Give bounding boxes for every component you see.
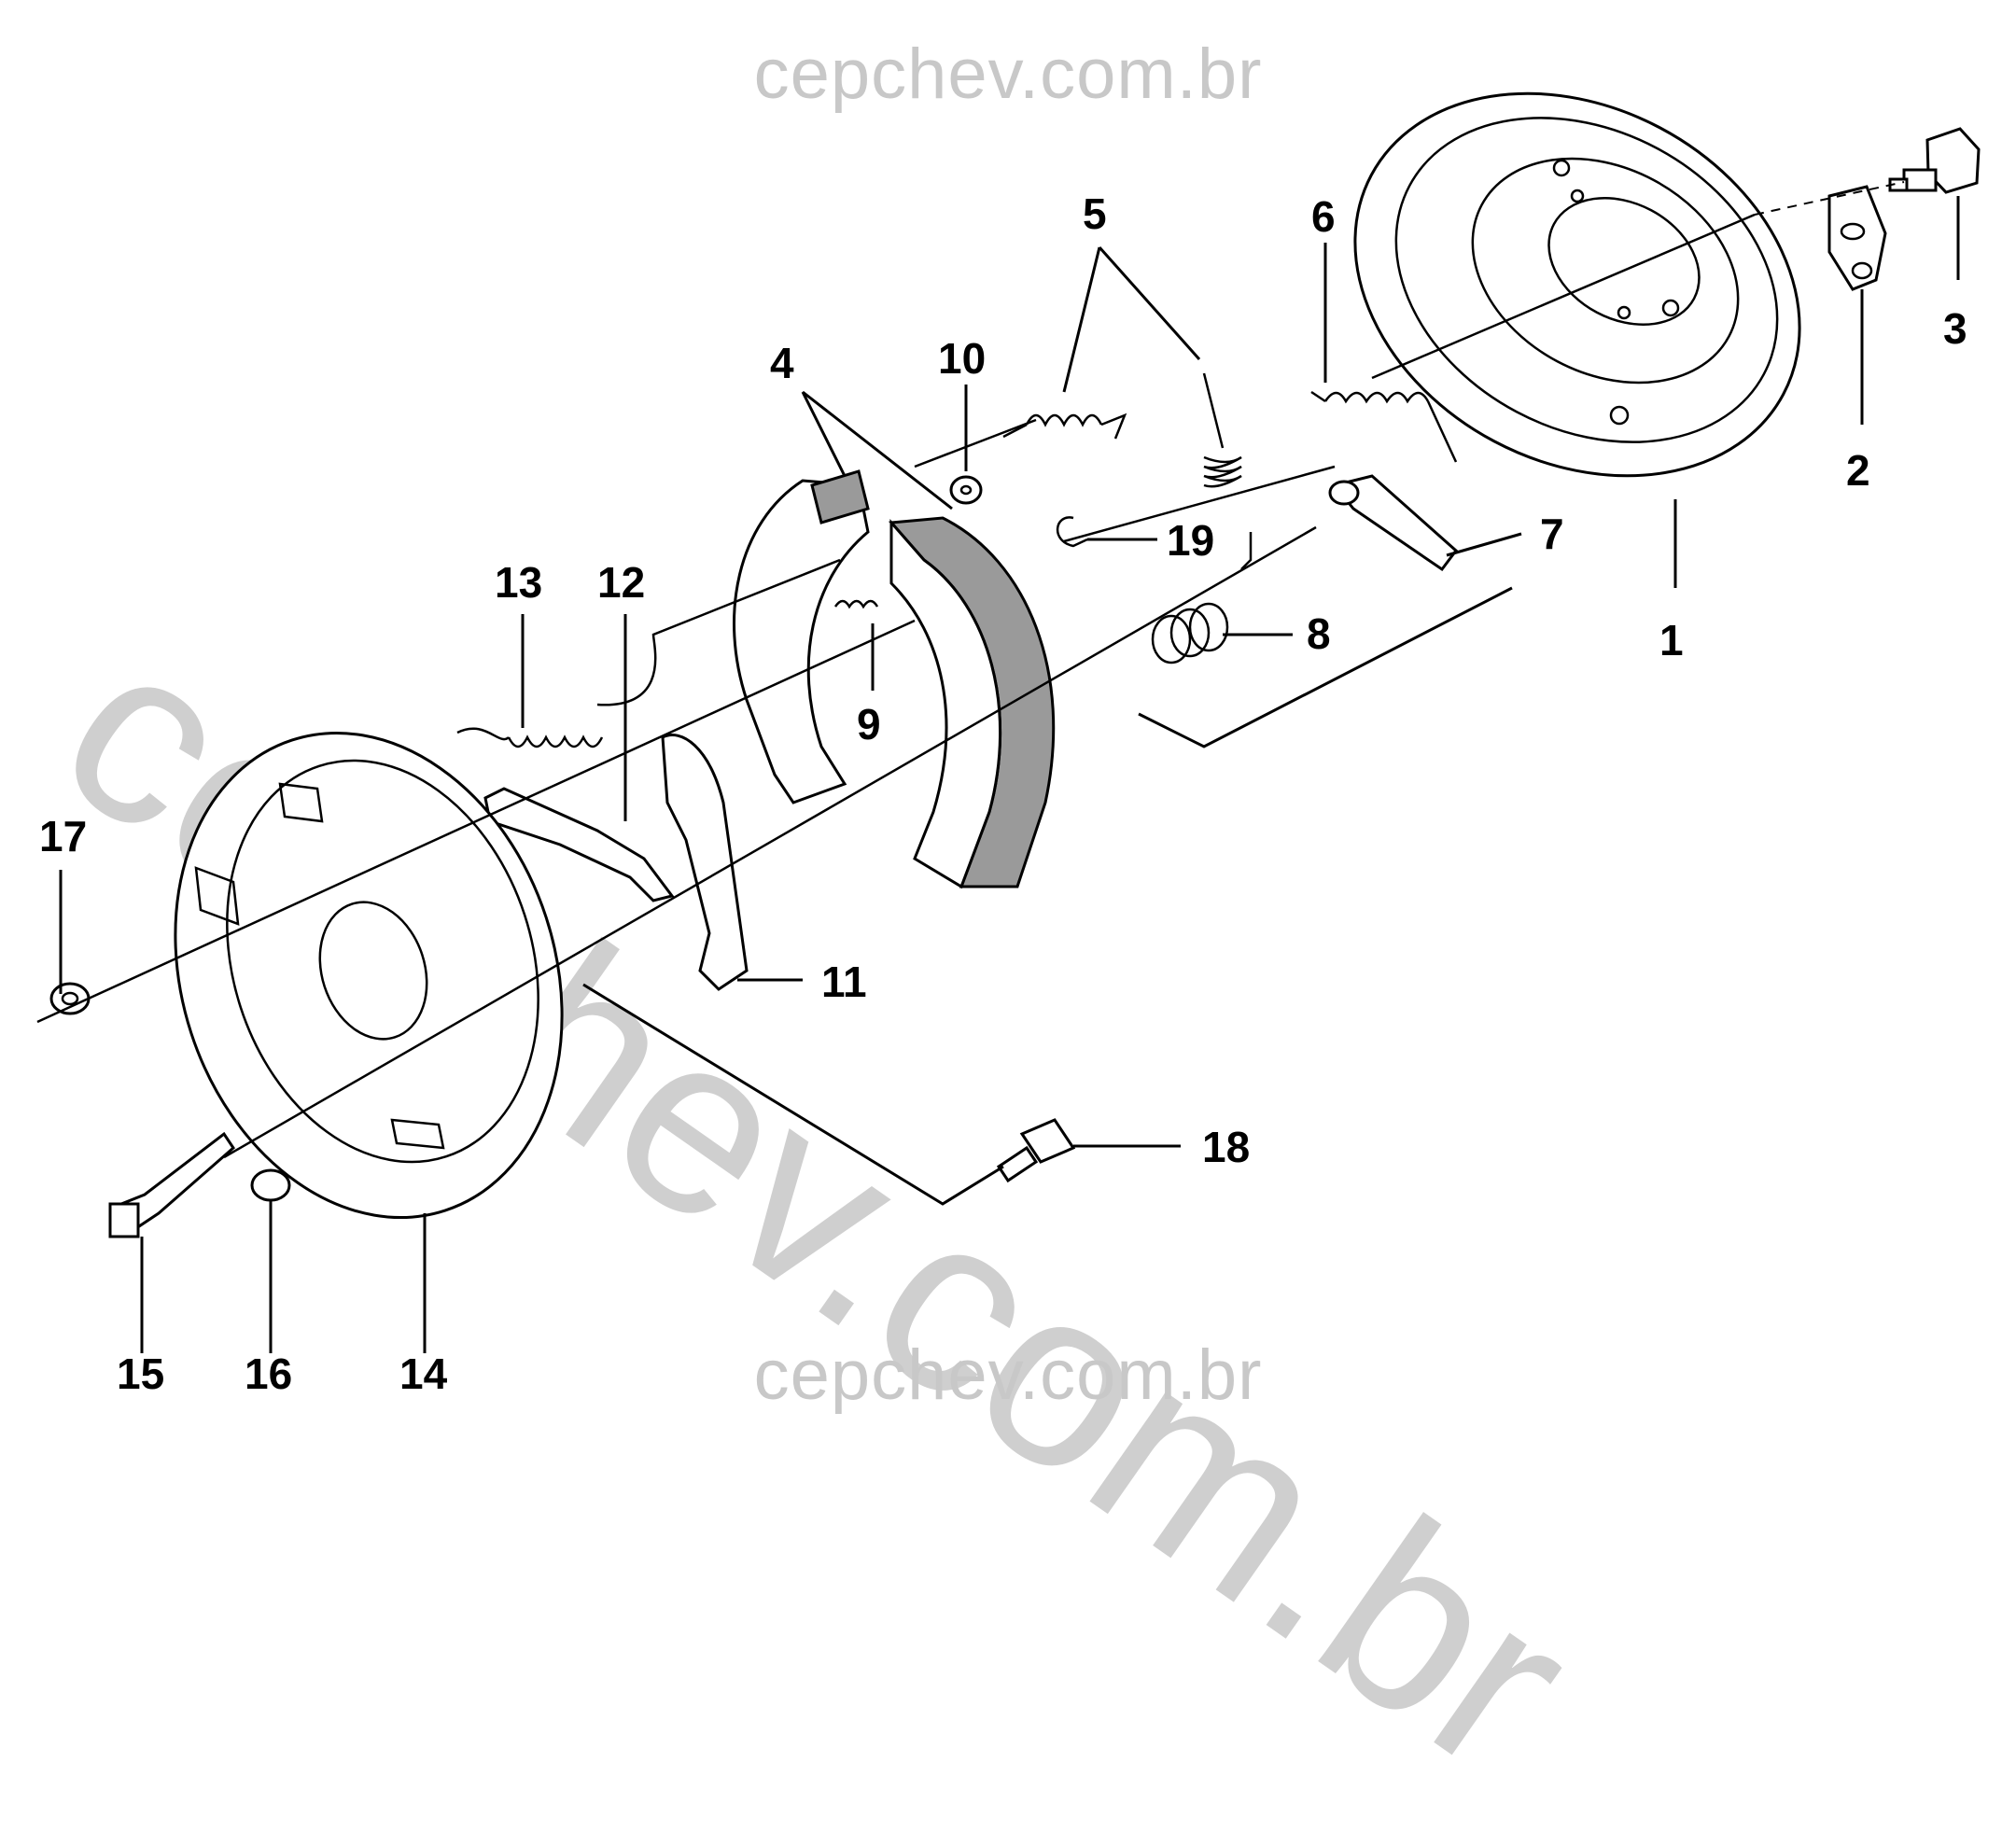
callout-3: 3 [1943, 304, 1967, 353]
callout-10: 10 [938, 334, 986, 383]
callout-9: 9 [857, 700, 881, 748]
part-6-spring [1310, 390, 1458, 463]
part-2-plate [1827, 185, 1887, 291]
callout-4: 4 [770, 339, 794, 387]
part-8-spring [1151, 602, 1229, 664]
part-16-plug [250, 1168, 291, 1202]
part-7-adjuster [1328, 474, 1459, 572]
callout-5: 5 [1083, 189, 1107, 238]
parts-drawing: 1 2 3 4 5 6 7 8 9 10 11 12 13 14 15 16 1… [36, 91, 1981, 1398]
part-11-lever [661, 734, 749, 991]
callout-labels: 1 2 3 4 5 6 7 8 9 10 11 12 13 14 15 16 1… [39, 189, 1967, 1398]
callout-19: 19 [1167, 516, 1214, 565]
callout-1: 1 [1659, 616, 1684, 664]
part-13-spring [456, 727, 604, 748]
part-4-brake-shoes [733, 469, 1056, 889]
part-18-bleeder [996, 1118, 1076, 1183]
callout-8: 8 [1307, 609, 1331, 658]
callout-12: 12 [597, 558, 645, 607]
callout-2: 2 [1846, 446, 1870, 495]
leader-lines [59, 196, 1960, 1353]
callout-18: 18 [1202, 1123, 1250, 1171]
callout-6: 6 [1311, 192, 1336, 241]
exploded-brake-diagram: cepchev.com.br [16, 35, 1981, 1825]
bottom-watermark: cepchev.com.br [753, 1336, 1263, 1415]
top-watermark: cepchev.com.br [753, 35, 1263, 114]
part-5-springs [1002, 372, 1253, 570]
callout-13: 13 [495, 558, 542, 607]
part-10-washer [949, 475, 983, 505]
part-12-strut [483, 787, 675, 902]
part-15-bolt [108, 1131, 235, 1238]
part-9-small-spring [833, 599, 879, 609]
callout-11: 11 [821, 958, 867, 1006]
callout-14: 14 [399, 1350, 448, 1398]
part-19-clip [1056, 516, 1088, 548]
callout-7: 7 [1540, 510, 1564, 558]
callout-15: 15 [117, 1350, 164, 1398]
callout-16: 16 [245, 1350, 292, 1398]
part-17-clip [49, 982, 91, 1015]
part-14-backing-plate [174, 732, 564, 1219]
assembly-lines [36, 181, 1905, 1159]
callout-17: 17 [39, 812, 87, 860]
part-1-brake-drum [1353, 91, 1801, 478]
